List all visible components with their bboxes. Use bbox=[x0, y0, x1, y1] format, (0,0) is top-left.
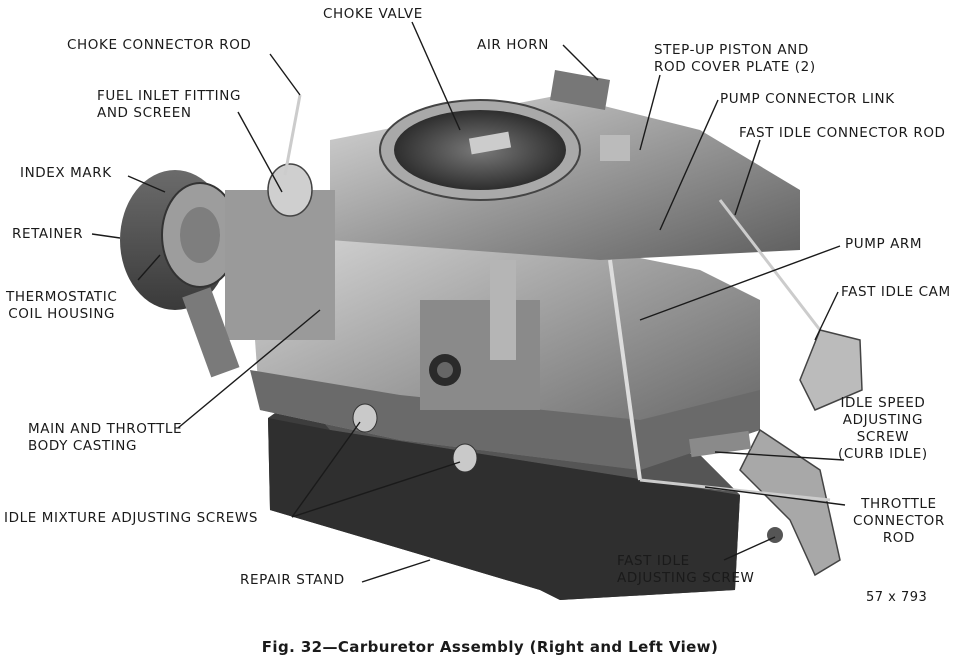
label-thermostatic-coil-line2: COIL HOUSING bbox=[8, 306, 116, 322]
label-fast-idle-adjusting-line1: FAST IDLE bbox=[617, 553, 690, 569]
leader-idle-mixture-1 bbox=[291, 421, 361, 518]
label-idle-speed-screw: IDLE SPEED ADJUSTING SCREW (CURB IDLE) bbox=[838, 395, 928, 463]
label-step-up-piston-line1: STEP-UP PISTON AND bbox=[654, 42, 809, 58]
linkage-shape bbox=[283, 94, 863, 577]
leader-lines bbox=[91, 21, 846, 583]
label-choke-connector-rod: CHOKE CONNECTOR ROD bbox=[67, 37, 252, 53]
label-main-throttle-body-line1: MAIN AND THROTTLE bbox=[28, 421, 183, 437]
label-fast-idle-connector-rod: FAST IDLE CONNECTOR ROD bbox=[739, 125, 946, 141]
label-thermostatic-coil-line1: THERMOSTATIC bbox=[6, 289, 118, 305]
label-throttle-connector-rod-line2: CONNECTOR bbox=[853, 513, 945, 529]
leader-repair-stand bbox=[361, 559, 431, 583]
label-choke-valve: CHOKE VALVE bbox=[323, 6, 423, 22]
label-fast-idle-adjusting-line2: ADJUSTING SCREW bbox=[617, 570, 755, 586]
leader-main-throttle-body bbox=[177, 309, 321, 429]
leader-retainer bbox=[91, 233, 121, 239]
label-fast-idle-adjusting-screw: FAST IDLE ADJUSTING SCREW bbox=[617, 553, 754, 587]
label-air-horn: AIR HORN bbox=[477, 37, 549, 53]
label-fuel-inlet-line2: AND SCREEN bbox=[97, 105, 192, 121]
leader-thermostatic-coil bbox=[137, 254, 161, 281]
idle-mixture-screws-shape bbox=[352, 403, 478, 473]
leader-idle-speed-screw bbox=[714, 451, 845, 461]
leader-pump-arm bbox=[639, 245, 841, 321]
label-step-up-piston: STEP-UP PISTON AND ROD COVER PLATE (2) bbox=[654, 42, 816, 76]
label-idle-speed-screw-line3: SCREW bbox=[856, 429, 910, 445]
leader-idle-mixture-2 bbox=[291, 461, 461, 518]
leader-fast-idle-cam bbox=[814, 291, 839, 341]
leader-choke-connector-rod bbox=[269, 53, 301, 96]
air-horn-shape bbox=[330, 70, 800, 260]
label-idle-mixture-screws: IDLE MIXTURE ADJUSTING SCREWS bbox=[4, 510, 259, 526]
label-idle-speed-screw-line1: IDLE SPEED bbox=[840, 395, 926, 411]
label-fuel-inlet-line1: FUEL INLET FITTING bbox=[97, 88, 242, 104]
label-idle-speed-screw-line4: (CURB IDLE) bbox=[838, 446, 928, 462]
leader-throttle-connector-rod bbox=[704, 486, 846, 506]
label-throttle-connector-rod-line1: THROTTLE bbox=[861, 496, 937, 512]
label-main-throttle-body-line2: BODY CASTING bbox=[28, 438, 138, 454]
label-fuel-inlet: FUEL INLET FITTING AND SCREEN bbox=[97, 88, 241, 122]
label-idle-speed-screw-line2: ADJUSTING bbox=[842, 412, 924, 428]
choke-housing-shape bbox=[120, 163, 335, 378]
label-pump-connector-link: PUMP CONNECTOR LINK bbox=[720, 91, 895, 107]
leader-index-mark bbox=[127, 175, 166, 193]
label-retainer: RETAINER bbox=[12, 226, 84, 242]
label-throttle-connector-rod-line3: ROD bbox=[882, 530, 916, 546]
label-step-up-piston-line2: ROD COVER PLATE (2) bbox=[654, 59, 816, 75]
leader-step-up-piston bbox=[639, 74, 661, 151]
leader-choke-valve bbox=[411, 21, 461, 131]
leader-fuel-inlet bbox=[237, 111, 283, 193]
label-thermostatic-coil: THERMOSTATIC COIL HOUSING bbox=[6, 289, 117, 323]
figure-caption: Fig. 32—Carburetor Assembly (Right and L… bbox=[261, 638, 719, 656]
leader-fast-idle-adjusting bbox=[723, 536, 776, 561]
leader-air-horn bbox=[562, 44, 599, 81]
leader-fast-idle-connector-rod bbox=[734, 139, 761, 216]
label-index-mark: INDEX MARK bbox=[20, 165, 112, 181]
figure-number: 57 x 793 bbox=[866, 590, 928, 605]
label-pump-arm: PUMP ARM bbox=[845, 236, 923, 252]
leader-pump-connector-link bbox=[659, 99, 719, 231]
label-throttle-connector-rod: THROTTLE CONNECTOR ROD bbox=[853, 496, 945, 547]
label-main-throttle-body: MAIN AND THROTTLE BODY CASTING bbox=[28, 421, 182, 455]
label-fast-idle-cam: FAST IDLE CAM bbox=[841, 284, 951, 300]
label-repair-stand: REPAIR STAND bbox=[240, 572, 345, 588]
